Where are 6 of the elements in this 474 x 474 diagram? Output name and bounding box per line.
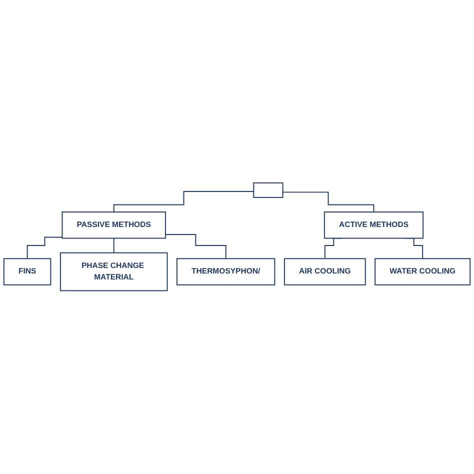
connector bbox=[164, 234, 226, 260]
node-box bbox=[253, 182, 284, 198]
connector bbox=[113, 191, 254, 213]
connector bbox=[113, 238, 114, 254]
connector bbox=[282, 192, 374, 213]
connector bbox=[26, 237, 63, 260]
